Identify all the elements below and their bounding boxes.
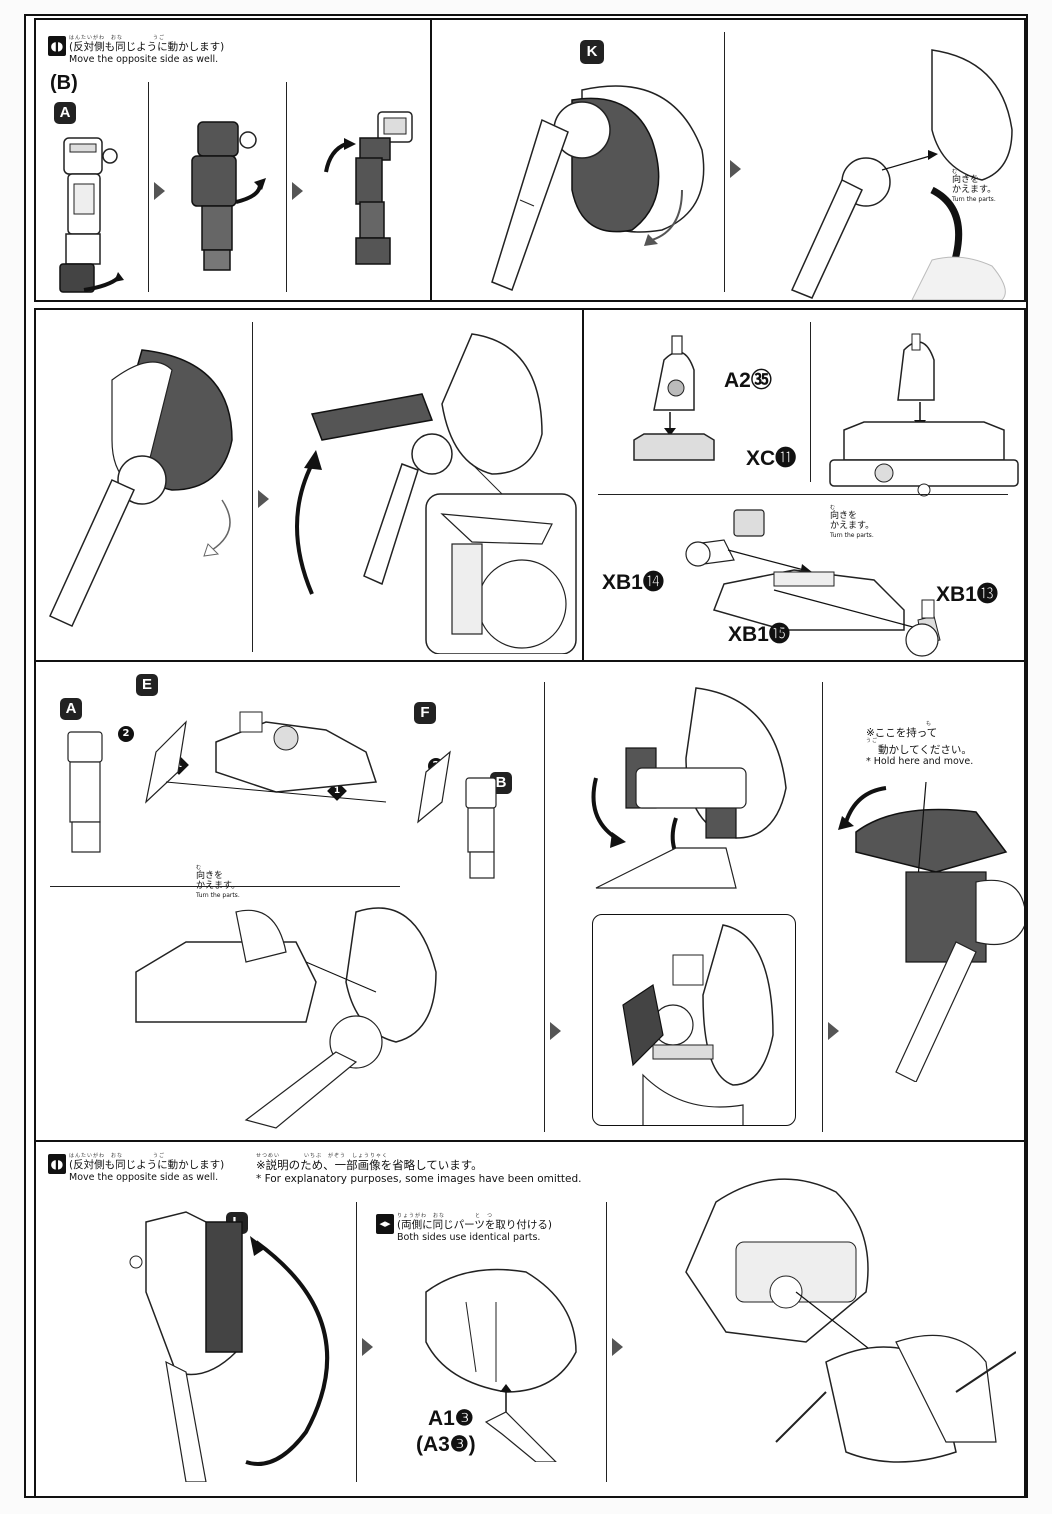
label-a2: A2㉟: [724, 369, 772, 392]
shoulder-drawing-k: [491, 85, 705, 291]
label-a1: A1❸: [428, 1407, 474, 1430]
letter-e: E: [136, 674, 158, 696]
a1-attach-drawing: [425, 1268, 577, 1462]
letter-k: K: [580, 40, 604, 64]
final-assembly-drawing: [685, 1178, 1016, 1463]
mirror-icon: ◖◗: [48, 36, 66, 56]
panel-ef-assembly: A E F B 2 1 1 2 む 向きを かえます。 Turn the par…: [34, 662, 1026, 1142]
step-2-left: 2: [118, 726, 134, 742]
letter-a: A: [60, 698, 82, 720]
arrow-right-icon: [258, 490, 269, 508]
panel-shield-rotate: [34, 308, 584, 662]
mirror-icon: ◖◗: [48, 1154, 66, 1174]
instruction-sheet: ◖◗ はんたいがわ おな うご (反対側も同じように動かします) Move th…: [24, 14, 1028, 1498]
label-a3: (A3❸): [416, 1433, 476, 1456]
mirror-note-bottom: ◖◗ はんたいがわ おな うご (反対側も同じように動かします) Move th…: [48, 1154, 224, 1184]
label-xb1-13: XB1⓭: [936, 583, 998, 606]
label-xb1-15: XB1⓯: [728, 623, 790, 646]
arrow-right-icon: [550, 1022, 561, 1040]
shield-drawing-1: [49, 349, 233, 627]
arrow-right-icon: [292, 182, 303, 200]
a2-part-drawing: [633, 335, 715, 461]
inset-detail-drawing: [622, 924, 774, 1125]
letter-a: A: [54, 102, 76, 124]
arrow-right-icon: [154, 182, 165, 200]
xb1-assembly-drawing: [685, 509, 941, 657]
arm-drawing-3: [324, 111, 413, 265]
arm-drawing-1: [59, 137, 124, 293]
shield-drawing-2: [295, 333, 577, 654]
xc-assembly-drawing: [829, 333, 1019, 497]
panel-k: K む 向きを かえます。 Turn the parts.: [432, 18, 1026, 302]
label-xb1-14: XB1⓮: [602, 571, 664, 594]
turn-parts-label-xc: む 向きを かえます。 Turn the parts.: [830, 505, 875, 540]
hold-here-note: も ※ここを持って うご 動かしてください。 * Hold here and m…: [866, 721, 974, 768]
leg-rotate-drawing: [591, 687, 787, 889]
panel-arm-fold: ◖◗ はんたいがわ おな うご (反対側も同じように動かします) Move th…: [34, 18, 432, 302]
arrow-right-icon: [362, 1338, 373, 1356]
mirror-note: ◖◗ はんたいがわ おな うご (反対側も同じように動かします) Move th…: [48, 36, 224, 66]
hold-move-drawing: [838, 782, 1024, 1082]
label-xc: XC⓫: [746, 447, 797, 470]
arm-drawing-2: [191, 121, 266, 271]
arrow-right-icon: [730, 160, 741, 178]
inset-detail: [592, 914, 796, 1126]
letter-f: F: [414, 702, 436, 724]
l-rotate-drawing: [129, 1211, 330, 1482]
panel-xc-assembly: A2㉟ XC⓫ む 向きを かえます。 Turn the parts.: [584, 308, 1026, 662]
turn-parts-label-k: む 向きを かえます。 Turn the parts.: [952, 169, 997, 204]
body-attach-drawing: [135, 907, 437, 1129]
label-b-paren: (B): [50, 72, 78, 94]
arrow-right-icon: [828, 1022, 839, 1040]
both-sides-note: ◂▸ りょうがわ おな と つ (両側に同じパーツを取り付ける) Both si…: [376, 1214, 552, 1244]
shoulder-drawing-k2: [790, 49, 1013, 300]
both-sides-icon: ◂▸: [376, 1214, 394, 1234]
arrow-right-icon: [612, 1338, 623, 1356]
panel-l-assembly: ◖◗ はんたいがわ おな うご (反対側も同じように動かします) Move th…: [34, 1142, 1026, 1496]
omitted-images-note: せつめい いちぶ がぞう しょうりゃく ※説明のため、一部画像を省略しています。…: [256, 1153, 582, 1186]
ef-assembly-drawing: [67, 711, 497, 879]
